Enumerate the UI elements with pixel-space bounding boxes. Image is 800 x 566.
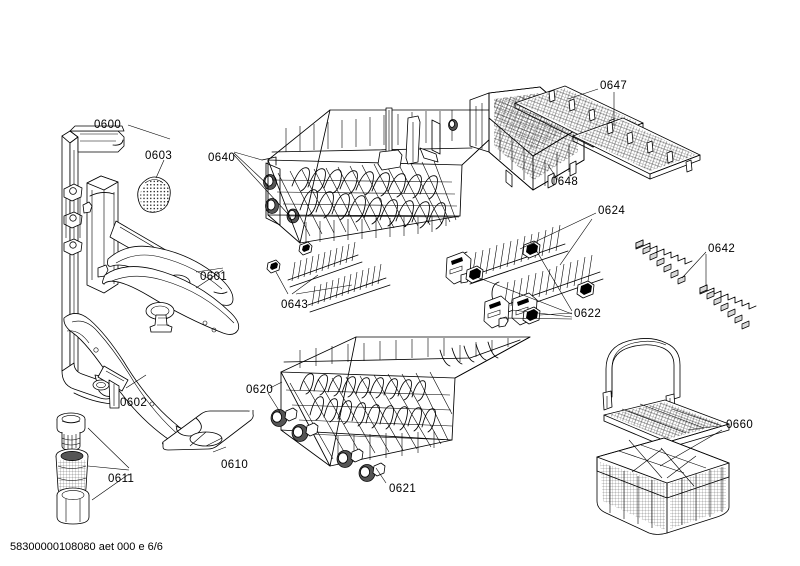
- part-0602-lower-spray-arm: [63, 313, 191, 446]
- part-0643-folding-plate-racks: [266, 241, 391, 313]
- callout-0610: 0610: [221, 459, 249, 471]
- document-footer: 58300000108080 aet 000 e 6/6: [10, 541, 163, 553]
- part-0603-spray-head-cap: [137, 176, 171, 213]
- callout-0622: 0622: [574, 308, 602, 320]
- part-upper-wire-basket: [267, 107, 522, 244]
- part-0622-rack-clips: [445, 240, 595, 329]
- callout-0603: 0603: [145, 150, 173, 162]
- part-0610-base-mat: [162, 410, 254, 451]
- leader-lines: [87, 88, 723, 501]
- callout-0602: 0602: [120, 397, 148, 409]
- callout-0648: 0648: [551, 176, 579, 188]
- callout-0621: 0621: [389, 483, 417, 495]
- callout-0647: 0647: [600, 80, 628, 92]
- callout-0611: 0611: [108, 473, 135, 485]
- part-0600-water-feed-pipe: [61, 125, 125, 405]
- part-0660-cutlery-basket: [596, 338, 730, 535]
- callout-0601: 0601: [200, 271, 228, 283]
- part-0647-folding-cup-shelves: [514, 85, 701, 180]
- callout-0624: 0624: [598, 205, 626, 217]
- callout-0642: 0642: [708, 243, 736, 255]
- part-lower-wire-basket: [270, 336, 531, 482]
- part-0611-filter-cylinders: [55, 412, 90, 525]
- lower-basket-rollers: [270, 407, 386, 482]
- callout-0643: 0643: [281, 299, 309, 311]
- callout-0660: 0660: [726, 419, 754, 431]
- part-0601-upper-spray-arm: [82, 175, 240, 335]
- part-0642-stepped-inserts: [635, 239, 757, 330]
- callout-0640: 0640: [208, 152, 236, 164]
- callout-0620: 0620: [246, 384, 274, 396]
- callout-0600: 0600: [94, 119, 122, 131]
